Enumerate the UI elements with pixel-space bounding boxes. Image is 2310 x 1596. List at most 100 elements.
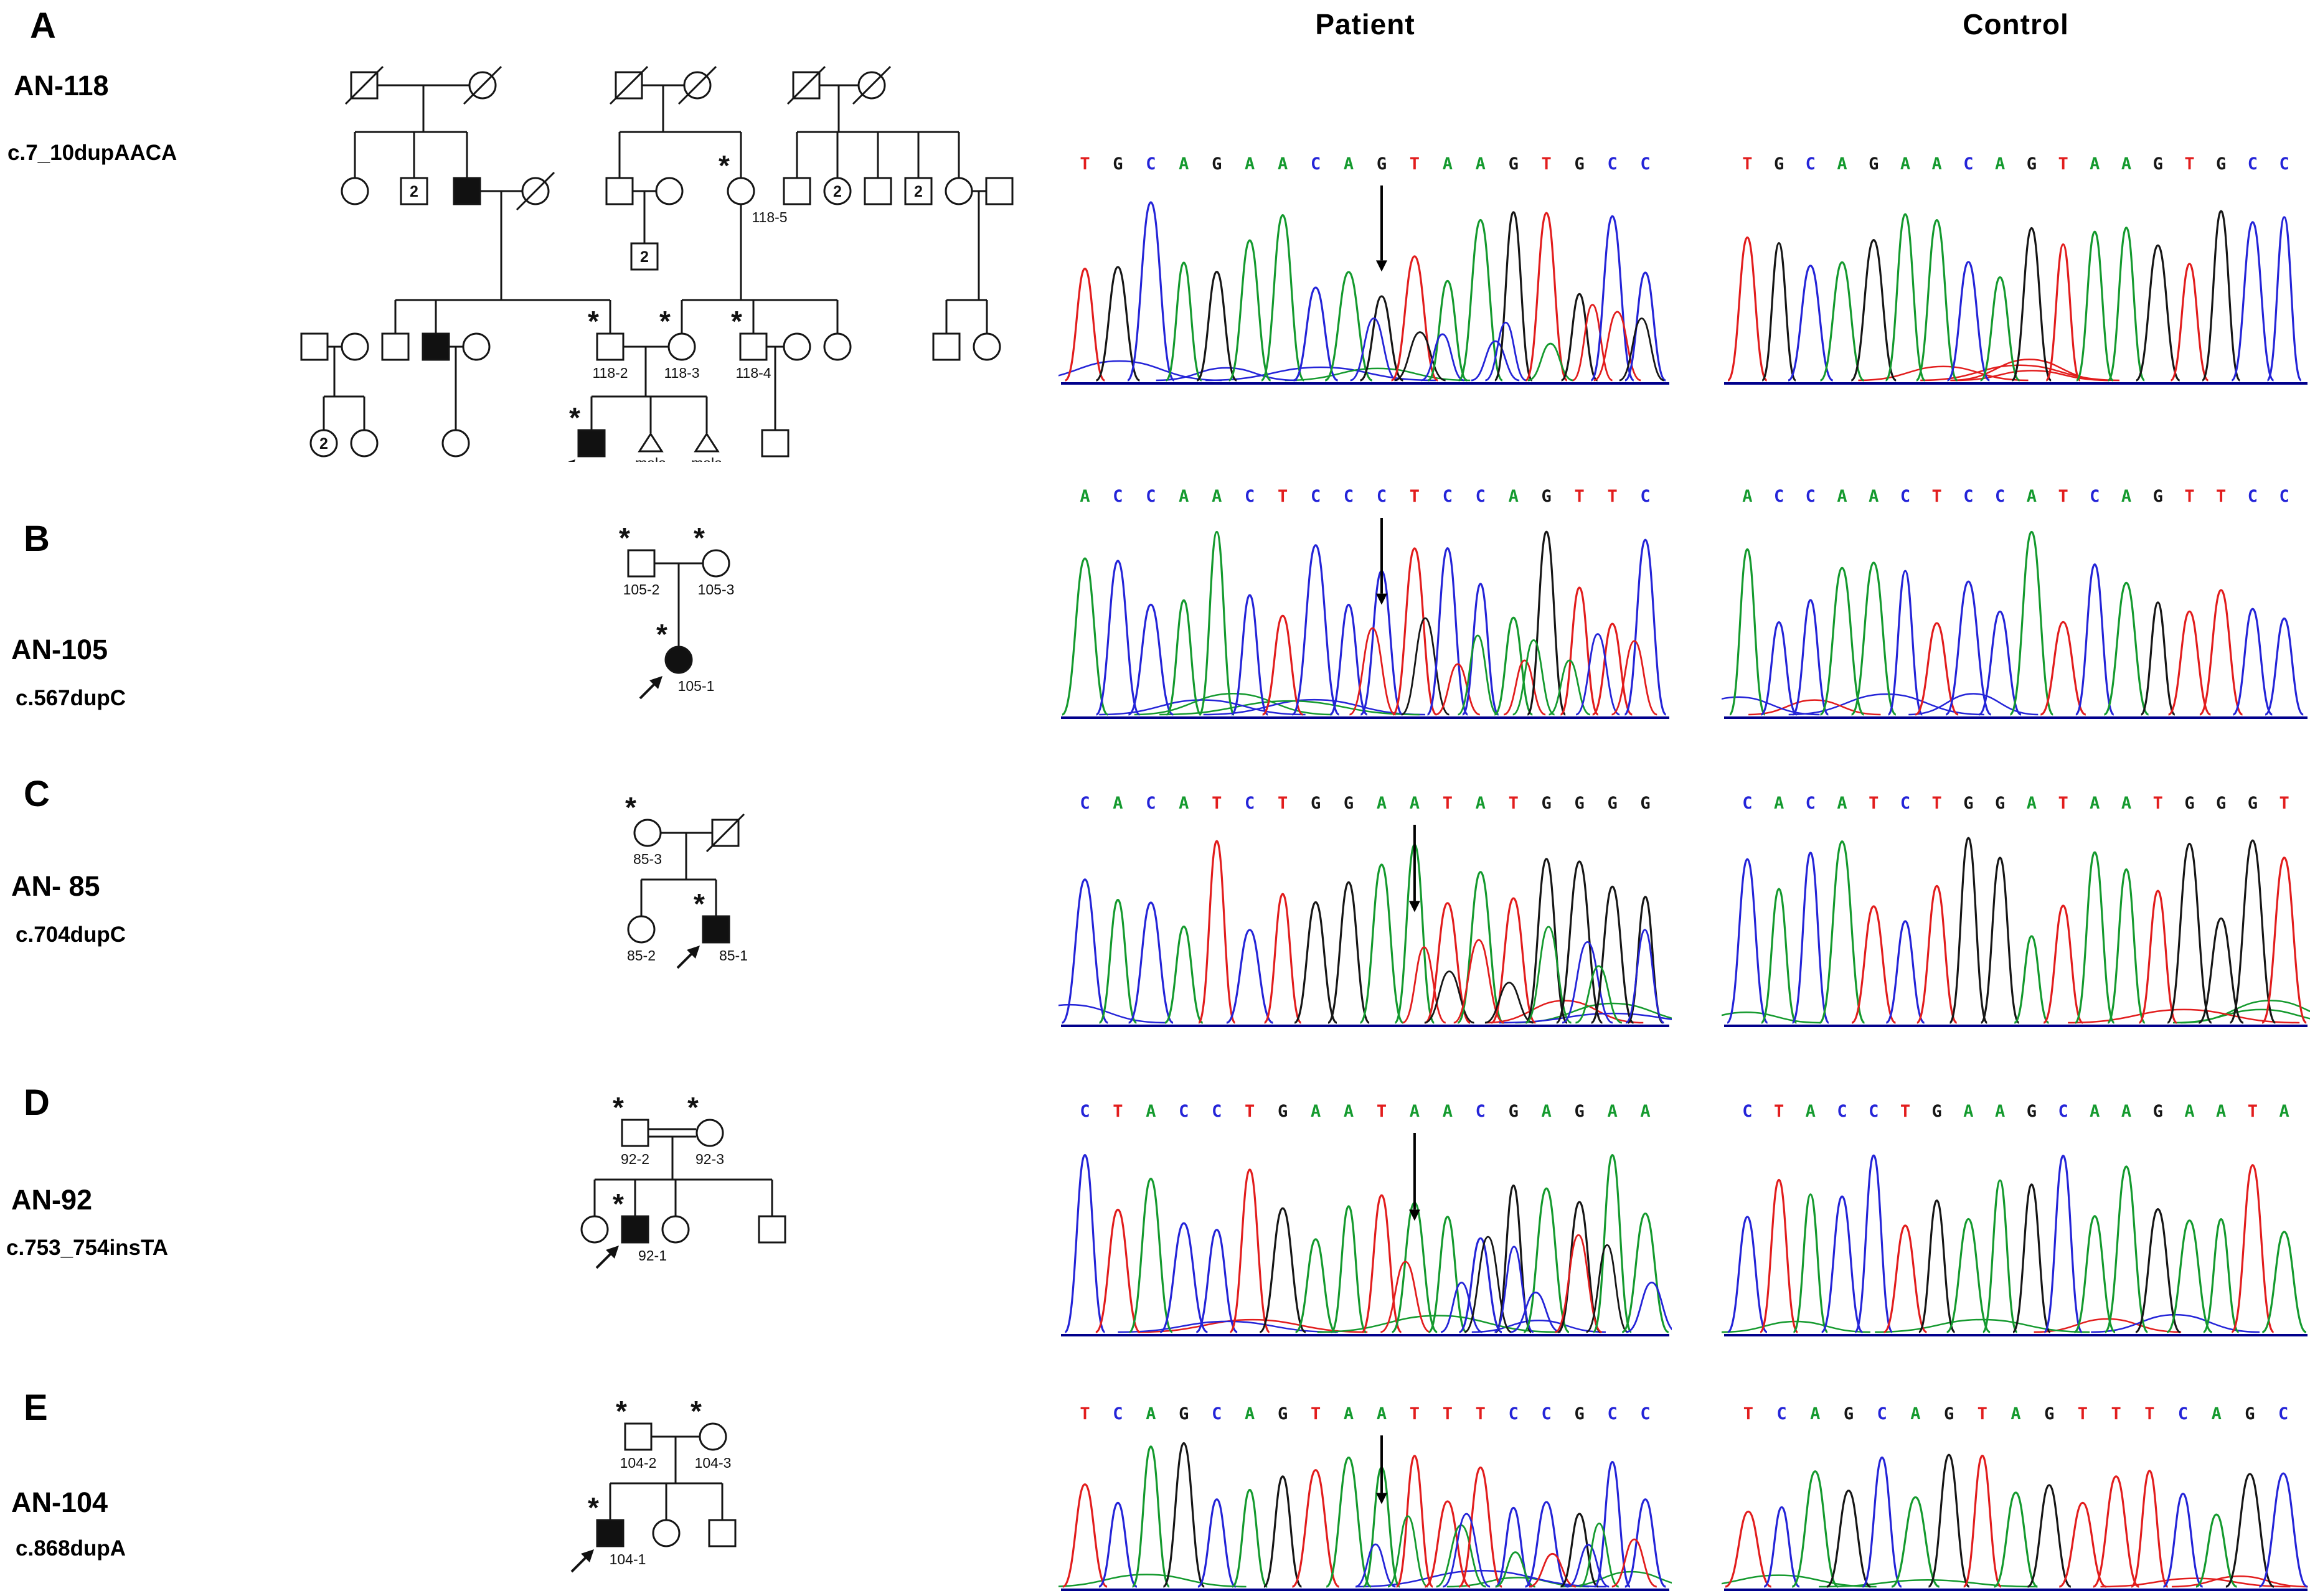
base-letter: T bbox=[2144, 1404, 2154, 1424]
pedigree-individual-118-5: *118-5 bbox=[719, 149, 788, 225]
trace-peak bbox=[1760, 621, 1798, 716]
trace-peak bbox=[1915, 622, 1959, 716]
tested-asterisk: * bbox=[588, 305, 599, 337]
pedigree-individual-105-3: *105-3 bbox=[694, 526, 734, 598]
trace-peak bbox=[1162, 1442, 1205, 1588]
trace-peak bbox=[1819, 261, 1865, 382]
proband-arrow-head bbox=[606, 1246, 619, 1259]
trace-peak bbox=[1887, 570, 1923, 716]
trace-peak bbox=[1197, 1498, 1237, 1588]
base-letter: A bbox=[1443, 154, 1453, 174]
base-letter: A bbox=[1476, 154, 1486, 174]
pedigree-individual bbox=[453, 177, 481, 205]
trace-peak bbox=[1854, 1154, 1893, 1333]
base-letter: C bbox=[1640, 1404, 1650, 1424]
trace-noise bbox=[1446, 1577, 1589, 1588]
trace-peak bbox=[1592, 1154, 1633, 1333]
base-letter: T bbox=[1774, 1102, 1784, 1121]
trace-secondary-peak bbox=[1626, 1281, 1672, 1333]
trace-peak bbox=[1291, 544, 1340, 716]
trace-secondary-peak bbox=[1527, 342, 1573, 382]
base-letter: C bbox=[1742, 1102, 1752, 1121]
trace-peak bbox=[2009, 530, 2054, 716]
mutation-label-an85: c.704dupC bbox=[16, 922, 126, 947]
panel-label-a: A bbox=[30, 6, 56, 46]
trace-peak bbox=[1095, 560, 1141, 716]
trace-peak bbox=[1791, 1470, 1839, 1588]
trace-peak bbox=[1525, 212, 1568, 382]
trace-peak bbox=[1293, 286, 1339, 382]
trace-noise bbox=[1471, 1319, 1606, 1333]
trace-peak bbox=[1326, 1457, 1372, 1588]
pedigree-individual bbox=[823, 332, 852, 361]
base-letter: G bbox=[1774, 154, 1784, 174]
base-letter: G bbox=[2153, 1102, 2163, 1121]
pedigree-individual bbox=[973, 332, 1001, 361]
individual-label: 118-1 bbox=[592, 461, 628, 462]
family-id-an104: AN-104 bbox=[11, 1486, 108, 1518]
base-letter: A bbox=[1742, 487, 1752, 506]
trace-secondary-peak bbox=[1484, 982, 1534, 1024]
pedigree-individual: 2 bbox=[400, 177, 428, 205]
trace-peak bbox=[2106, 868, 2146, 1024]
deceased-slash bbox=[609, 65, 649, 105]
trace-peak bbox=[1095, 266, 1141, 382]
mutation-label-an92: c.753_754insTA bbox=[6, 1236, 169, 1260]
trace-secondary-peak bbox=[1611, 1538, 1657, 1588]
base-letter: C bbox=[1113, 1404, 1123, 1424]
trace-peak bbox=[1623, 538, 1667, 716]
base-letter: T bbox=[1900, 1102, 1910, 1121]
trace-secondary-peak bbox=[1453, 939, 1504, 1024]
family-id-an105: AN-105 bbox=[11, 634, 108, 665]
multiple-count: 2 bbox=[410, 183, 418, 200]
base-letter: A bbox=[2090, 154, 2100, 174]
trace-peak bbox=[1891, 1496, 1940, 1588]
base-letter: C bbox=[1146, 487, 1156, 506]
base-letter: G bbox=[2216, 794, 2226, 813]
trace-peak bbox=[1850, 239, 1897, 382]
base-letter: A bbox=[1869, 487, 1879, 506]
trace-peak bbox=[1948, 837, 1988, 1024]
trace-peak bbox=[2075, 230, 2114, 382]
base-letter: A bbox=[1146, 1102, 1156, 1121]
trace-peak bbox=[1980, 857, 2020, 1024]
pedigree-individual bbox=[341, 332, 369, 361]
base-letter: T bbox=[2248, 1102, 2258, 1121]
tested-asterisk: * bbox=[569, 401, 580, 434]
trace-peak bbox=[2266, 216, 2303, 382]
trace-noise bbox=[1118, 1320, 1338, 1333]
pedigree-individual bbox=[945, 177, 973, 205]
trace-peak bbox=[1424, 1500, 1471, 1588]
pedigree-individual bbox=[705, 813, 745, 853]
family-id-an85: AN- 85 bbox=[11, 870, 100, 902]
base-letter: A bbox=[2279, 1102, 2289, 1121]
base-letter: C bbox=[1476, 1102, 1486, 1121]
base-letter: C bbox=[1311, 154, 1321, 174]
base-letter: C bbox=[2178, 1404, 2188, 1424]
base-letter: C bbox=[2279, 154, 2289, 174]
pedigree-individual bbox=[300, 332, 329, 361]
base-letter: A bbox=[2121, 794, 2131, 813]
trace-peak bbox=[1095, 1208, 1141, 1333]
trace-peak bbox=[1061, 878, 1109, 1024]
mutation-arrow-head bbox=[1375, 260, 1387, 272]
base-letter: G bbox=[1869, 154, 1879, 174]
pedigree-individual bbox=[761, 429, 790, 458]
trace-peak bbox=[2027, 1484, 2072, 1588]
pedigree-individual-85-3: *85-3 bbox=[625, 796, 662, 867]
base-letter: C bbox=[1776, 1404, 1786, 1424]
trace-peak bbox=[1727, 236, 1768, 382]
base-letter: C bbox=[1837, 1102, 1847, 1121]
trace-secondary-peak bbox=[1394, 331, 1446, 382]
trace-peak bbox=[1945, 580, 1992, 716]
base-letter: A bbox=[1179, 794, 1189, 813]
base-letter: T bbox=[1509, 794, 1519, 813]
base-letter: T bbox=[1113, 1102, 1123, 1121]
